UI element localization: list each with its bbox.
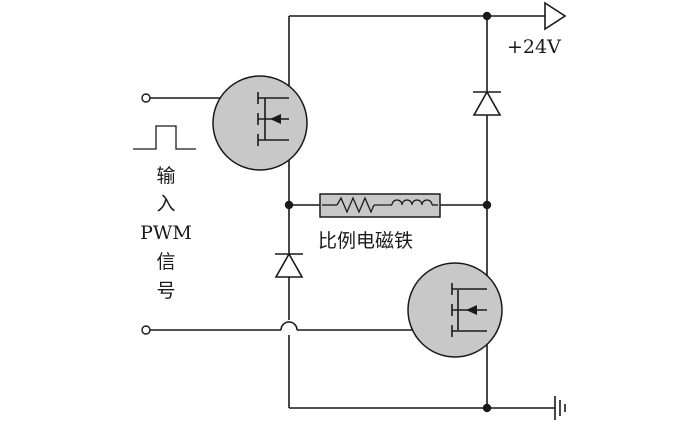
input-label-line2: 入 — [156, 193, 175, 215]
input-terminal-top — [141, 93, 151, 103]
input-label-line1: 输 — [156, 165, 175, 187]
solenoid-coil — [319, 193, 441, 218]
input-terminal-bottom — [141, 325, 151, 335]
arrow-triangle-icon — [544, 1, 567, 31]
junction-dots — [284, 11, 492, 413]
input-label-line4: 信 — [156, 251, 175, 273]
ground-icon — [554, 396, 566, 420]
coil-label: 比例电磁铁 — [318, 230, 413, 252]
input-signal-label: 输 入 PWM 信 号 — [140, 165, 192, 302]
left-diode — [274, 252, 304, 278]
input-label-line5: 号 — [156, 280, 175, 302]
input-label-line3: PWM — [140, 222, 192, 244]
square-pulse-icon — [133, 125, 196, 150]
wiring — [150, 15, 555, 409]
right-diode — [472, 90, 502, 116]
lower-transistor — [407, 262, 503, 358]
supply-label: +24V — [507, 36, 561, 58]
upper-transistor — [212, 75, 308, 171]
